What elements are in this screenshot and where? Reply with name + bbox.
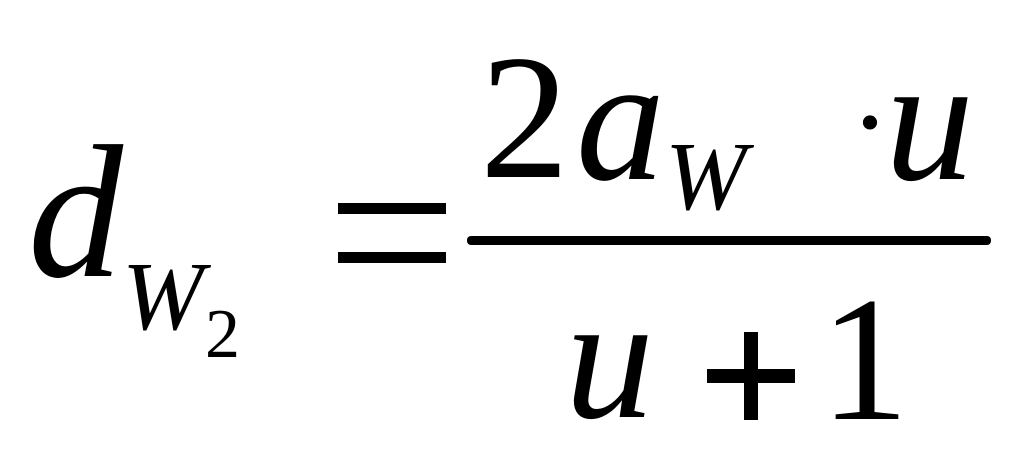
numerator-subscript-w: W xyxy=(665,123,747,231)
plus-sign-vertical xyxy=(744,332,758,420)
numerator-symbol-a: a xyxy=(576,20,665,218)
fraction-bar xyxy=(467,236,991,245)
denominator-constant-1: 1 xyxy=(820,260,909,458)
lhs-subsubscript-2: 2 xyxy=(205,296,240,373)
denominator-symbol-u: u xyxy=(565,258,654,456)
equals-sign-bottom-bar xyxy=(338,252,446,263)
equals-sign-top-bar xyxy=(338,203,446,214)
lhs-symbol-d: d xyxy=(28,108,123,318)
lhs-subscript-w: W xyxy=(122,243,204,351)
numerator-coefficient: 2 xyxy=(480,18,569,216)
numerator-factor-u: u xyxy=(885,20,974,218)
numerator-multiply-dot: · xyxy=(850,55,890,188)
